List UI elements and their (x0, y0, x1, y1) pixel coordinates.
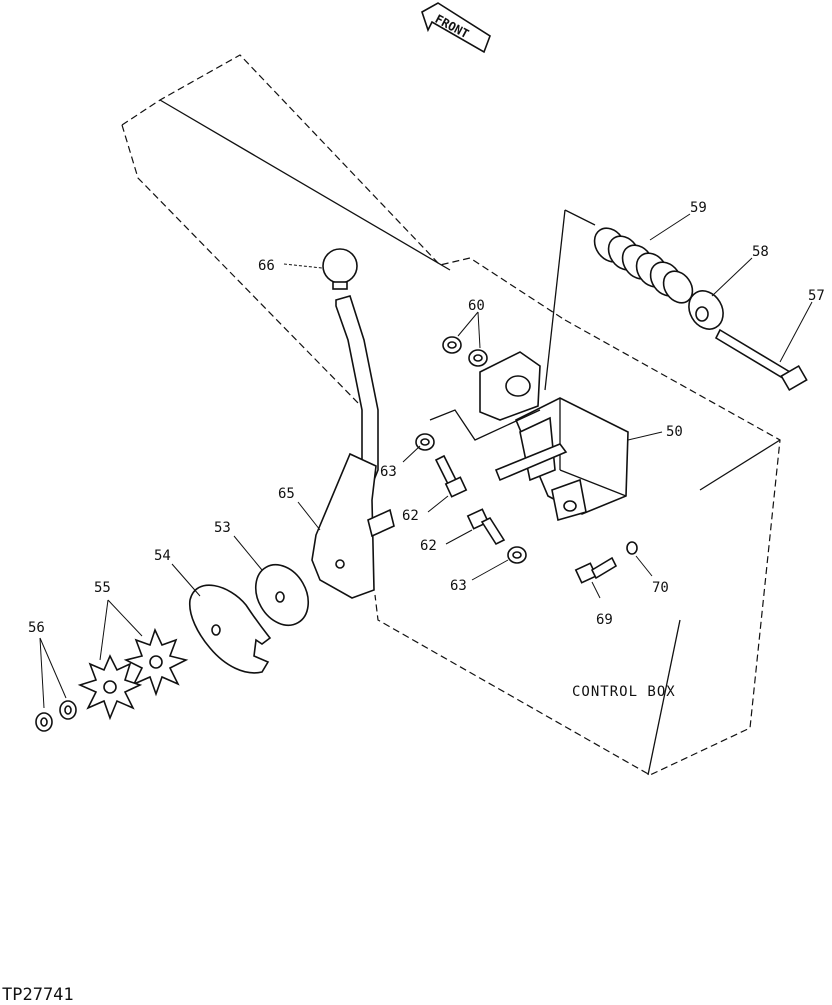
nut-63a (415, 433, 435, 451)
leader-lines (39, 213, 813, 709)
knob-66 (322, 248, 358, 290)
cam-plate-54 (188, 584, 272, 674)
callout-50: 50 (666, 424, 683, 440)
lock-washer-70 (626, 541, 638, 555)
nut-56a (59, 700, 77, 720)
bolt-57 (714, 328, 808, 392)
callout-62-upper: 62 (402, 508, 419, 524)
callout-59: 59 (690, 200, 707, 216)
nut-63b (507, 546, 527, 564)
callout-62-lower: 62 (420, 538, 437, 554)
callout-labels: 66 59 58 57 60 50 63 62 62 63 65 53 54 5… (28, 200, 825, 700)
callout-70: 70 (652, 580, 669, 596)
bolt-69 (574, 556, 618, 584)
callout-53: 53 (214, 520, 231, 536)
figure-reference: TP27741 (2, 985, 74, 1005)
callout-63-upper: 63 (380, 464, 397, 480)
washer-53 (254, 564, 310, 626)
callout-58: 58 (752, 244, 769, 260)
callout-63-lower: 63 (450, 578, 467, 594)
shift-lever-65 (311, 295, 395, 599)
bolt-62a (434, 454, 468, 498)
callout-55: 55 (94, 580, 111, 596)
star-washer-55b (77, 654, 143, 721)
callout-54: 54 (154, 548, 171, 564)
star-washer-55a (123, 627, 189, 697)
callout-65: 65 (278, 486, 295, 502)
nut-60b (468, 349, 488, 367)
nut-60a (442, 336, 462, 354)
callout-57: 57 (808, 288, 825, 304)
control-box-housing (121, 54, 781, 776)
control-box-label: CONTROL BOX (572, 684, 676, 700)
bolt-62b (466, 508, 506, 546)
switch-bracket-50 (429, 351, 629, 522)
washer-58 (688, 290, 724, 330)
nut-56b (35, 712, 53, 732)
callout-60: 60 (468, 298, 485, 314)
spring-59 (593, 227, 694, 304)
front-arrow-icon: FRONT (421, 2, 491, 54)
callout-56: 56 (28, 620, 45, 636)
callout-69: 69 (596, 612, 613, 628)
callout-66: 66 (258, 258, 275, 274)
